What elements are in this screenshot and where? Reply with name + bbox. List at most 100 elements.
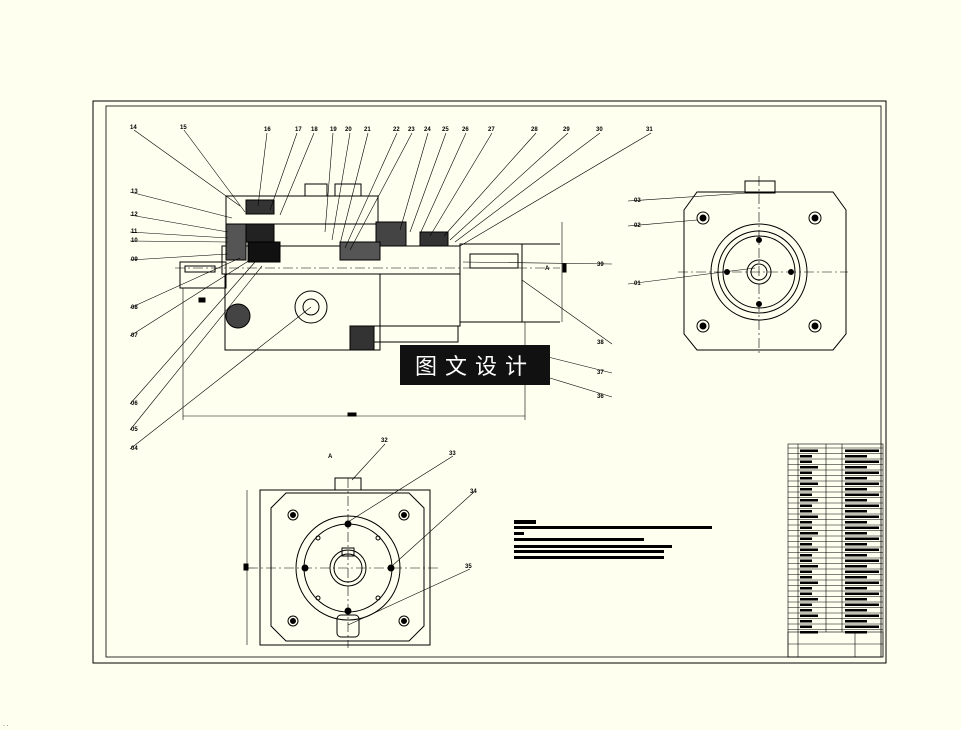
parts-cell-fill xyxy=(800,592,812,595)
parts-cell-fill xyxy=(800,526,812,529)
callout-30: 30 xyxy=(596,127,603,133)
parts-cell-fill xyxy=(800,460,812,463)
parts-cell-fill xyxy=(800,493,812,496)
parts-cell-fill xyxy=(800,620,812,623)
callout-34: 34 xyxy=(470,489,477,495)
callout-27: 27 xyxy=(488,127,495,133)
outer-frame xyxy=(92,100,887,664)
callout-11: 11 xyxy=(131,229,138,235)
parts-cell-fill xyxy=(800,504,812,507)
parts-cell-fill xyxy=(845,532,867,535)
leader-lines xyxy=(129,129,756,626)
watermark-label: 图文设计 xyxy=(400,345,550,385)
callout-13: 13 xyxy=(131,189,138,195)
callout-32: 32 xyxy=(381,438,388,444)
parts-cell-fill xyxy=(800,587,812,590)
view-a xyxy=(243,477,440,648)
parts-cell-fill xyxy=(845,581,879,584)
parts-cell-fill xyxy=(845,598,867,601)
side-view xyxy=(678,176,848,356)
parts-cell-fill xyxy=(845,565,867,568)
parts-cell-fill xyxy=(845,609,867,612)
parts-cell-fill xyxy=(845,477,867,480)
parts-cell-fill xyxy=(800,537,812,540)
parts-cell-fill xyxy=(845,521,867,524)
parts-cell-fill xyxy=(800,609,812,612)
parts-cell-fill xyxy=(800,565,818,568)
parts-cell-fill xyxy=(845,488,867,491)
callout-07: 07 xyxy=(131,333,138,339)
parts-cell-fill xyxy=(800,510,812,513)
callout-17: 17 xyxy=(295,127,302,133)
callout-08: 08 xyxy=(131,305,138,311)
parts-cell-fill xyxy=(845,493,879,496)
parts-cell-fill xyxy=(800,532,818,535)
parts-cell-fill xyxy=(800,455,812,458)
parts-cell-fill xyxy=(845,460,879,463)
parts-cell-fill xyxy=(845,603,879,606)
callout-36: 36 xyxy=(597,394,604,400)
callout-04: 04 xyxy=(131,446,138,452)
parts-cell-fill xyxy=(800,614,818,617)
parts-cell-fill xyxy=(800,581,818,584)
parts-cell-fill xyxy=(800,499,818,502)
parts-cell-fill xyxy=(845,499,867,502)
parts-cell-fill xyxy=(845,592,879,595)
callout-24: 24 xyxy=(424,127,431,133)
callout-39: 39 xyxy=(597,262,604,268)
parts-cell-fill xyxy=(845,526,879,529)
callout-03: 03 xyxy=(634,198,641,204)
parts-cell-fill xyxy=(845,449,879,452)
section-marker-a: A xyxy=(545,266,550,272)
callout-10: 10 xyxy=(131,238,138,244)
inner-frame xyxy=(105,105,882,658)
parts-cell-fill xyxy=(800,466,818,469)
callout-09: 09 xyxy=(131,257,138,263)
parts-cell-fill xyxy=(845,515,879,518)
callout-38: 38 xyxy=(597,340,604,346)
parts-list xyxy=(787,443,884,658)
parts-cell-fill xyxy=(845,614,879,617)
parts-cell-fill xyxy=(845,482,879,485)
parts-cell-fill xyxy=(845,471,879,474)
parts-cell-fill xyxy=(800,548,818,551)
parts-cell-fill xyxy=(845,631,867,634)
callout-19: 19 xyxy=(330,127,337,133)
callout-02: 02 xyxy=(634,223,641,229)
parts-cell-fill xyxy=(845,620,867,623)
parts-cell-fill xyxy=(845,455,867,458)
parts-cell-fill xyxy=(800,488,812,491)
parts-cell-fill xyxy=(845,510,867,513)
parts-cell-fill xyxy=(845,576,867,579)
corner-marks: · · xyxy=(3,723,9,729)
parts-cell-fill xyxy=(845,537,879,540)
parts-cell-fill xyxy=(800,515,818,518)
callout-35: 35 xyxy=(465,564,472,570)
callout-01: 01 xyxy=(634,281,641,287)
parts-cell-fill xyxy=(800,554,812,557)
callout-05: 05 xyxy=(131,427,138,433)
technical-notes xyxy=(514,520,712,559)
parts-list-rows xyxy=(788,447,883,634)
parts-cell-fill xyxy=(800,570,812,573)
parts-cell-fill xyxy=(845,554,867,557)
parts-cell-fill xyxy=(845,504,879,507)
callout-15: 15 xyxy=(180,125,187,131)
parts-cell-fill xyxy=(800,625,812,628)
callout-25: 25 xyxy=(442,127,449,133)
parts-cell-fill xyxy=(800,603,812,606)
parts-cell-fill xyxy=(845,466,867,469)
parts-cell-fill xyxy=(845,548,879,551)
callout-31: 31 xyxy=(646,127,653,133)
parts-cell-fill xyxy=(800,482,818,485)
callout-22: 22 xyxy=(393,127,400,133)
callout-06: 06 xyxy=(131,401,138,407)
parts-cell-fill xyxy=(800,521,812,524)
callout-23: 23 xyxy=(408,127,415,133)
parts-cell-fill xyxy=(845,543,867,546)
callout-14: 14 xyxy=(130,125,137,131)
callout-37: 37 xyxy=(597,370,604,376)
parts-cell-fill xyxy=(800,477,812,480)
callout-12: 12 xyxy=(131,212,138,218)
